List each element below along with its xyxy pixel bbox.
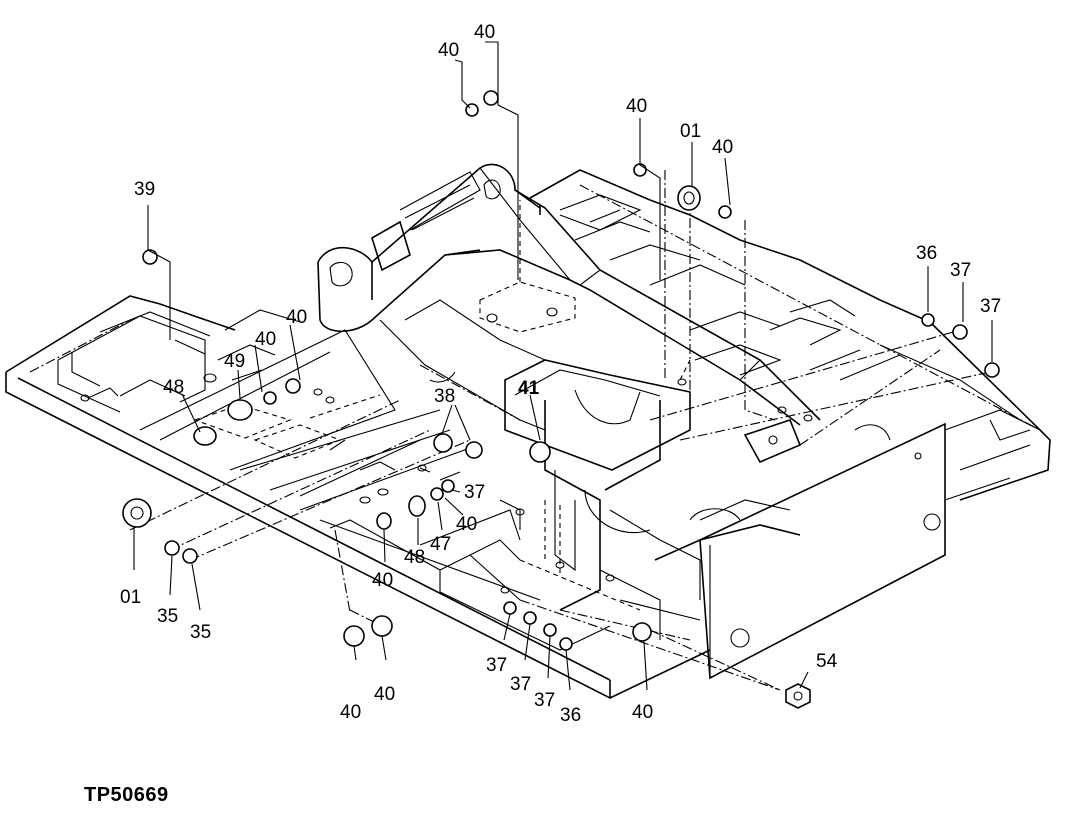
callout-label: 01: [680, 121, 701, 142]
callout-label: 37: [464, 482, 485, 503]
holes: [80, 307, 813, 594]
callout-label: 49: [224, 351, 245, 372]
callout-label: 35: [190, 622, 211, 643]
callout-label: 40: [255, 329, 276, 350]
plug-part: [430, 479, 455, 501]
bushing-part: [376, 495, 426, 530]
bushing-part: [433, 433, 483, 459]
callout-label: 41: [518, 378, 540, 399]
callout-label: 40: [374, 684, 395, 705]
callout-label: 40: [372, 570, 393, 591]
callout-label: 40: [626, 96, 647, 117]
callout-label: 35: [157, 606, 178, 627]
callout-label: 47: [430, 534, 451, 555]
centerlines: [29, 170, 1041, 691]
lower-frame: [5, 295, 801, 700]
nut-part: [785, 683, 811, 709]
callout-label: 48: [404, 547, 425, 568]
callout-label: 54: [816, 651, 838, 672]
callout-label: 40: [632, 702, 653, 723]
bushing-part: [343, 615, 393, 647]
plug-part: [921, 313, 1000, 378]
figure-id: TP50669: [84, 784, 169, 806]
callout-label: 40: [474, 22, 495, 43]
callout-label: 40: [712, 137, 733, 158]
bushing-part: [193, 399, 253, 446]
plug-part: [503, 601, 573, 651]
bushing-part: [529, 441, 551, 463]
callout-label: 38: [434, 386, 455, 407]
bushing-part: [122, 498, 152, 528]
callout-label: 40: [340, 702, 361, 723]
plug-part: [164, 540, 198, 564]
callout-label: 01: [120, 587, 141, 608]
callout-label: 36: [560, 705, 581, 726]
parts: [122, 90, 1000, 709]
callout-label: 37: [534, 690, 555, 711]
bushing-part: [677, 185, 701, 211]
leader-lines: [133, 41, 993, 691]
callout-label: 40: [456, 514, 477, 535]
callout-labels: 40 40 40 01 40 39 36 37 37 40 40 49 48 3…: [120, 22, 1001, 726]
plug-part: [633, 163, 732, 219]
callout-label: 37: [980, 296, 1001, 317]
upper-frame: [217, 163, 1051, 680]
callout-label: 37: [486, 655, 507, 676]
callout-label: 37: [950, 260, 971, 281]
plug-part: [263, 378, 301, 405]
callout-label: 40: [286, 307, 307, 328]
callout-label: 36: [916, 243, 937, 264]
callout-label: 39: [134, 179, 155, 200]
bushing-part: [632, 622, 652, 642]
plug-part: [142, 249, 158, 265]
callout-label: 37: [510, 674, 531, 695]
callout-label: 48: [163, 377, 184, 398]
plug-part: [465, 90, 499, 117]
callout-label: 40: [438, 40, 459, 61]
